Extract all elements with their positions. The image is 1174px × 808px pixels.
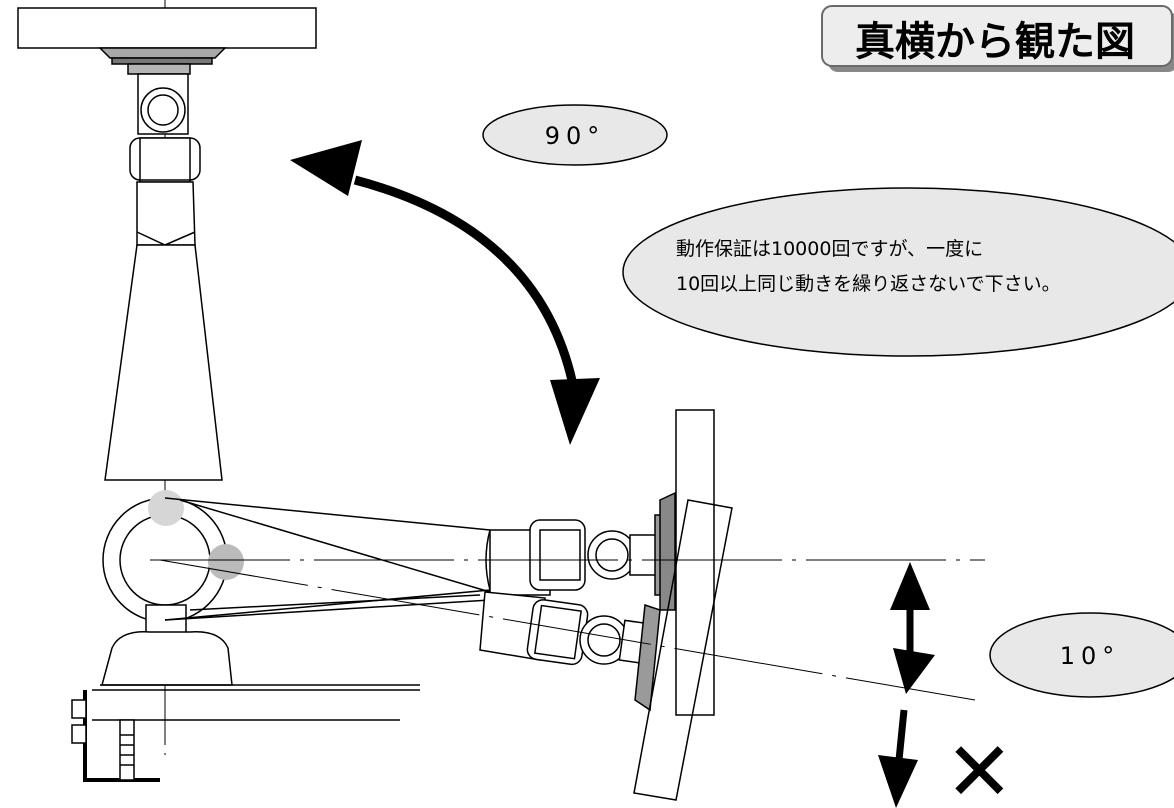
prohibited-cross-mark: ✕: [945, 725, 1014, 808]
prohibited-down-arrow: [878, 709, 918, 808]
diagram-title: 真横から観た図: [855, 19, 1135, 65]
rotation-arrow-90: [290, 140, 600, 445]
side-display-tilted: [633, 499, 733, 801]
angle-90-label: 90°: [545, 122, 606, 150]
note-callout: 動作保証は10000回ですが、一度に 10回以上同じ動きを繰り返さないで下さい。: [622, 187, 1174, 357]
angle-10-label: 10°: [1060, 642, 1121, 670]
side-display-level: [675, 409, 715, 716]
title-banner: 真横から観た図: [821, 5, 1174, 72]
horizontal-arm-tilted: [164, 589, 661, 712]
lower-pivot: [102, 490, 244, 623]
note-line-1: 動作保証は10000回ですが、一度に: [676, 238, 983, 260]
horizontal-arm-upper: [164, 491, 676, 621]
note-line-2: 10回以上同じ動きを繰り返さないで下さい。: [676, 273, 1061, 295]
callout-90: 90°: [482, 104, 668, 166]
upper-joint: [129, 73, 201, 183]
reference-lines: [150, 559, 985, 701]
vertical-arm: [104, 181, 223, 481]
tilt-arrow-10: [890, 562, 935, 694]
top-display: [17, 7, 317, 75]
desk-clamp: [71, 604, 420, 782]
callout-10: 10°: [989, 612, 1174, 698]
